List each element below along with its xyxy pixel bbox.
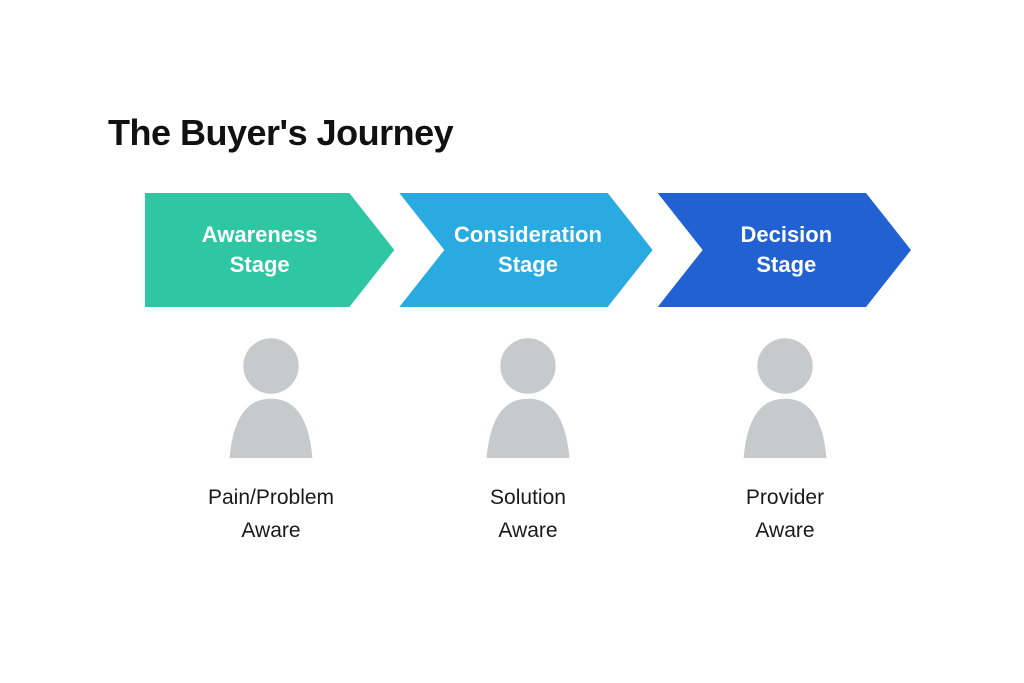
persona-consideration: Solution Aware xyxy=(402,332,654,547)
persona-awareness: Pain/Problem Aware xyxy=(145,332,397,547)
persona-label-line: Pain/Problem xyxy=(207,486,335,509)
person-silhouette-icon xyxy=(465,332,591,458)
stage-arrow-decision: Decision Stage xyxy=(658,193,911,307)
persona-label-line: Aware xyxy=(755,518,815,542)
buyer-journey-stages: Awareness Stage Consideration Stage Deci… xyxy=(145,193,911,307)
stage-label-line: Stage xyxy=(498,252,558,277)
person-silhouette-icon xyxy=(208,332,334,458)
persona-decision: Provider Aware xyxy=(659,332,911,547)
persona-label-line: Solution xyxy=(490,486,566,509)
stage-label-line: Decision xyxy=(740,222,833,248)
persona-label: Pain/Problem Aware xyxy=(208,482,334,547)
stage-label-line: Stage xyxy=(756,252,817,277)
persona-label-line: Provider xyxy=(745,486,825,509)
persona-label: Provider Aware xyxy=(746,482,824,547)
persona-label-line: Aware xyxy=(498,518,558,542)
stage-arrow-awareness: Awareness Stage xyxy=(145,193,394,307)
personas-row: Pain/Problem Aware Solution Aware Provid… xyxy=(145,332,911,547)
page-title: The Buyer's Journey xyxy=(108,112,454,153)
persona-label: Solution Aware xyxy=(490,482,566,547)
stage-label-line: Stage xyxy=(229,252,290,277)
stage-arrow-consideration: Consideration Stage xyxy=(399,193,652,307)
stage-label-line: Consideration xyxy=(454,222,602,248)
persona-label-line: Aware xyxy=(241,518,301,542)
stage-label-line: Awareness xyxy=(201,222,318,248)
person-silhouette-icon xyxy=(722,332,848,458)
